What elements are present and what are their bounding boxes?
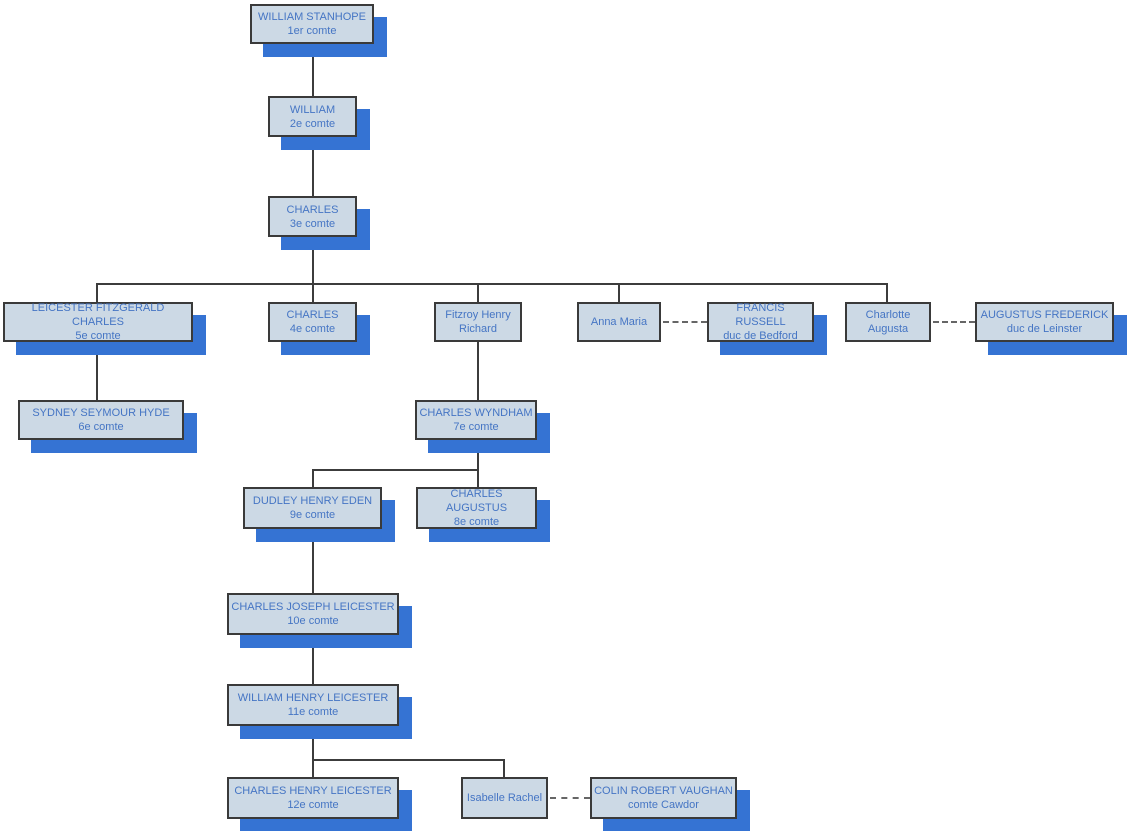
descent-connector: [312, 237, 314, 284]
node-sydney-seymour-hyde-6e-comte[interactable]: SYDNEY SEYMOUR HYDE 6e comte: [18, 400, 184, 440]
descent-connector: [886, 283, 888, 302]
node-name-line: WILLIAM STANHOPE: [258, 11, 366, 23]
descent-connector: [477, 440, 479, 469]
node-name-line: SYDNEY SEYMOUR HYDE: [32, 407, 170, 419]
node-name-line: CHARLES: [286, 309, 339, 321]
node-isabelle-rachel[interactable]: Isabelle Rachel: [461, 777, 548, 819]
descent-connector: [618, 283, 620, 302]
node-leicester-fitzgerald-charles-5e-comte[interactable]: LEICESTER FITZGERALD CHARLES 5e comte: [3, 302, 193, 342]
node-title-line: Augusta: [867, 323, 909, 335]
descent-connector: [312, 759, 504, 761]
node-william-stanhope-1er-comte[interactable]: WILLIAM STANHOPE 1er comte: [250, 4, 374, 44]
node-title-line: comte Cawdor: [628, 799, 699, 811]
node-name-line: Anna Maria: [590, 316, 648, 328]
descent-connector: [477, 342, 479, 400]
node-title-line: 2e comte: [289, 117, 336, 130]
descent-connector: [96, 283, 888, 285]
node-name-line: DUDLEY HENRY EDEN: [252, 495, 373, 507]
marriage-dashed-connector: [663, 321, 707, 323]
node-colin-robert-vaughan-comte-cawdor[interactable]: COLIN ROBERT VAUGHAN comte Cawdor: [590, 777, 737, 819]
node-title-line: 3e comte: [289, 217, 336, 230]
node-name-line: CHARLES HENRY LEICESTER: [234, 785, 392, 797]
node-title-line: 6e comte: [78, 421, 124, 433]
node-name-line: FRANCIS RUSSELL: [735, 302, 786, 328]
descent-connector: [312, 529, 314, 593]
descent-connector: [477, 469, 479, 487]
node-dudley-henry-eden-9e-comte[interactable]: DUDLEY HENRY EDEN 9e comte: [243, 487, 382, 529]
node-title-line: 11e comte: [287, 706, 339, 718]
node-name-line: LEICESTER FITZGERALD CHARLES: [31, 302, 165, 328]
node-name-line: COLIN ROBERT VAUGHAN: [594, 785, 733, 797]
node-title-line: 1er comte: [287, 25, 337, 37]
descent-connector: [477, 283, 479, 302]
marriage-dashed-connector: [933, 321, 975, 323]
node-title-line: duc de Leinster: [1006, 323, 1083, 335]
descent-connector: [312, 469, 477, 471]
node-name-line: Fitzroy Henry: [445, 309, 511, 321]
node-title-line: 7e comte: [453, 421, 499, 433]
descent-connector: [312, 283, 314, 302]
node-name-line: AUGUSTUS FREDERICK: [980, 309, 1109, 321]
descent-connector: [312, 726, 314, 777]
marriage-dashed-connector: [550, 797, 590, 799]
node-name-line: CHARLES: [286, 203, 339, 216]
descent-connector: [312, 469, 314, 487]
node-charles-4e-comte[interactable]: CHARLES 4e comte: [268, 302, 357, 342]
node-title-line: Richard: [459, 323, 497, 335]
node-william-henry-leicester-11e-comte[interactable]: WILLIAM HENRY LEICESTER 11e comte: [227, 684, 399, 726]
node-name-line: CHARLES WYNDHAM: [419, 407, 533, 419]
node-title-line: 5e comte: [75, 330, 121, 342]
descent-connector: [96, 283, 98, 302]
descent-connector: [503, 759, 505, 777]
node-augustus-frederick-duc-de-leinster[interactable]: AUGUSTUS FREDERICK duc de Leinster: [975, 302, 1114, 342]
descent-connector: [312, 635, 314, 684]
node-anna-maria[interactable]: Anna Maria: [577, 302, 661, 342]
node-charles-augustus-8e-comte[interactable]: CHARLES AUGUSTUS 8e comte: [416, 487, 537, 529]
node-charles-henry-leicester-12e-comte[interactable]: CHARLES HENRY LEICESTER 12e comte: [227, 777, 399, 819]
descent-connector: [312, 137, 314, 196]
node-charles-wyndham-7e-comte[interactable]: CHARLES WYNDHAM 7e comte: [415, 400, 537, 440]
node-name-line: CHARLES AUGUSTUS: [445, 488, 508, 514]
node-title-line: duc de Bedford: [723, 330, 798, 342]
node-title-line: 8e comte: [453, 516, 500, 528]
node-name-line: CHARLES JOSEPH LEICESTER: [231, 601, 395, 613]
node-name-line: WILLIAM HENRY LEICESTER: [237, 692, 389, 704]
node-name-line: Charlotte: [865, 309, 911, 321]
descent-connector: [96, 342, 98, 400]
descent-connector: [312, 44, 314, 96]
node-title-line: 12e comte: [287, 799, 339, 811]
node-name-line: Isabelle Rachel: [466, 792, 543, 804]
node-title-line: 9e comte: [289, 509, 336, 521]
node-title-line: 4e comte: [289, 323, 336, 335]
node-name-line: WILLIAM: [289, 103, 336, 116]
node-francis-russell-duc-de-bedford[interactable]: FRANCIS RUSSELL duc de Bedford: [707, 302, 814, 342]
node-charles-joseph-leicester-10e-comte[interactable]: CHARLES JOSEPH LEICESTER 10e comte: [227, 593, 399, 635]
node-title-line: 10e comte: [287, 615, 339, 627]
